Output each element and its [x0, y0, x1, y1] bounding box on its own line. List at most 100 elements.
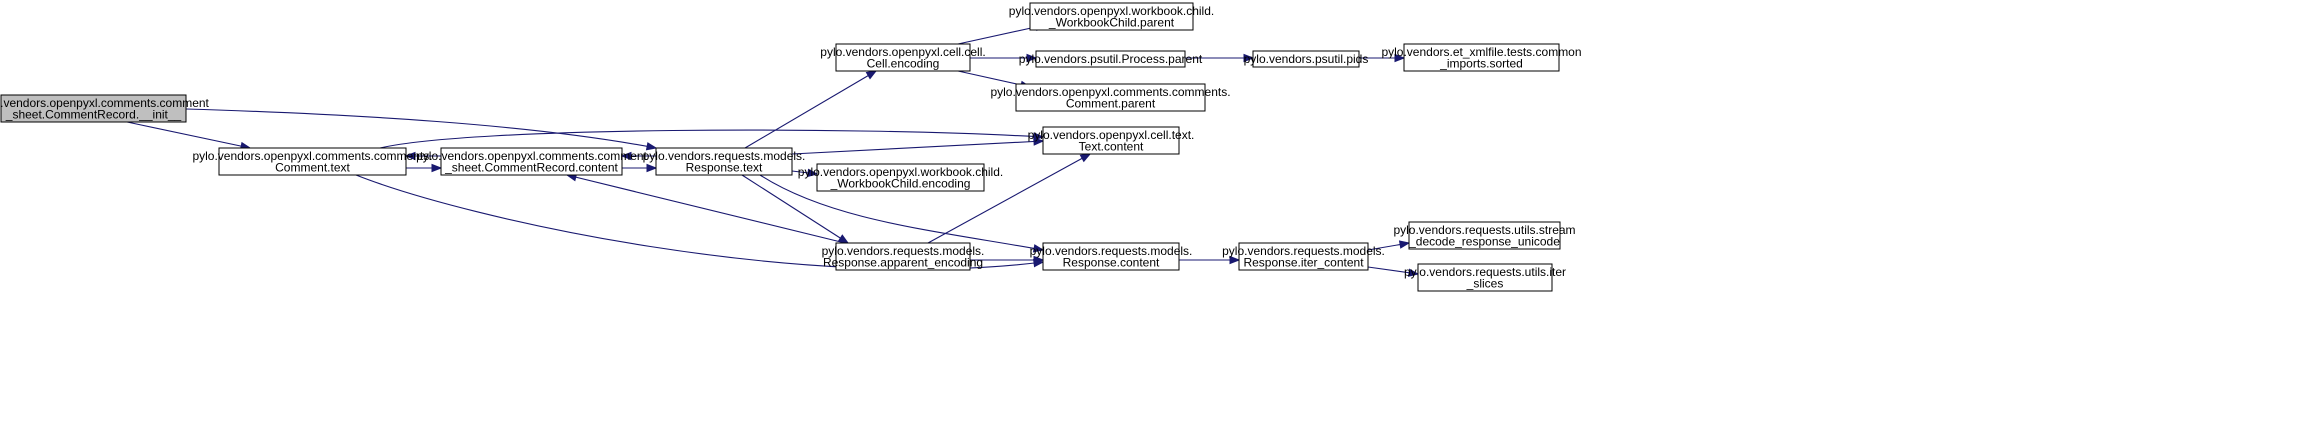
node-box — [440, 147, 623, 176]
edge-arrowhead — [1243, 53, 1255, 63]
node-label-line: Text.content — [1079, 139, 1144, 153]
node-box — [1417, 263, 1553, 292]
node-label-line: Response.text — [686, 160, 763, 174]
edge-n1-to-n10 — [379, 129, 1045, 149]
edge-arrowhead — [1079, 153, 1092, 163]
graph-node-n1[interactable]: pylo.vendors.openpyxl.comments.comments.… — [192, 147, 433, 176]
node-label-line: Response.apparent_encoding — [823, 255, 983, 269]
graph-node-n14[interactable]: pylo.vendors.requests.models.Response.it… — [1222, 242, 1385, 271]
edge-n3-to-n10 — [791, 137, 1045, 155]
edge-line — [185, 108, 657, 149]
edge-n6-to-n7 — [1185, 53, 1255, 63]
node-box — [1035, 50, 1186, 68]
node-label-line: pylo.vendors.openpyxl.workbook.child. — [1009, 4, 1214, 18]
node-box — [1403, 43, 1560, 72]
graph-node-n9[interactable]: pylo.vendors.openpyxl.comments.comments.… — [990, 83, 1231, 112]
graph-node-n2[interactable]: pylo.vendors.openpyxl.comments.comment_s… — [416, 147, 648, 176]
edge-arrowhead — [1033, 255, 1045, 265]
node-box — [655, 147, 793, 176]
edge-line — [379, 129, 1044, 149]
graph-node-n11[interactable]: pylo.vendors.openpyxl.workbook.child._Wo… — [798, 163, 1003, 192]
edge-n12-to-n13 — [970, 255, 1045, 265]
graph-node-n8[interactable]: pylo.vendors.et_xmlfile.tests.common_imp… — [1381, 43, 1582, 72]
graph-node-n12[interactable]: pylo.vendors.requests.models.Response.ap… — [822, 242, 985, 271]
graph-node-n15[interactable]: pylo.vendors.requests.utils.stream_decod… — [1393, 221, 1576, 250]
edge-arrowhead — [645, 142, 658, 151]
edge-line — [744, 70, 877, 149]
edge-n14-to-n15 — [1367, 240, 1411, 251]
node-box — [1042, 242, 1180, 271]
node-label-line: pylo.vendors.requests.models. — [1222, 244, 1385, 258]
edge-n12-to-n2 — [565, 173, 846, 244]
edge-line — [927, 153, 1091, 244]
edge-n13-to-n14 — [1179, 255, 1241, 265]
graph-node-n3[interactable]: pylo.vendors.requests.models.Response.te… — [643, 147, 806, 176]
edge-line — [126, 121, 251, 149]
node-label-line: pylo.vendors.openpyxl.cell.text. — [1028, 128, 1195, 142]
edge-arrowhead — [1033, 137, 1045, 146]
graph-node-n16[interactable]: pylo.vendors.requests.utils.iter_slices — [1404, 263, 1566, 292]
node-label-line: _imports.sorted — [1439, 56, 1523, 70]
edge-n12-to-n10 — [927, 153, 1092, 244]
node-box — [1015, 83, 1206, 112]
edge-n2-to-n3 — [622, 163, 658, 173]
graph-node-n7[interactable]: pylo.vendors.psutil.pids — [1244, 50, 1369, 68]
edge-n4-to-n6 — [970, 53, 1038, 63]
edge-arrowhead — [807, 168, 819, 178]
edge-arrowhead — [865, 70, 878, 80]
node-label-line: Response.iter_content — [1243, 255, 1364, 269]
node-box — [1408, 221, 1561, 250]
edge-n1-to-n2 — [406, 163, 443, 173]
node-layer: pylo.vendors.openpyxl.comments.comment_s… — [0, 2, 1582, 292]
edge-arrowhead — [620, 151, 632, 161]
edge-arrowhead — [1408, 268, 1420, 277]
graph-node-n0[interactable]: pylo.vendors.openpyxl.comments.comment_s… — [0, 94, 210, 123]
node-box — [816, 163, 985, 192]
edge-n3-to-n13 — [759, 174, 1045, 253]
node-label-line: Comment.parent — [1066, 96, 1156, 110]
edge-arrowhead — [431, 163, 443, 173]
edge-arrowhead — [1398, 240, 1411, 249]
graph-node-n13[interactable]: pylo.vendors.requests.models.Response.co… — [1030, 242, 1193, 271]
node-label-line: _WorkbookChild.encoding — [830, 176, 971, 190]
node-label-line: pylo.vendors.openpyxl.workbook.child. — [798, 165, 1003, 179]
edge-arrowhead — [1394, 53, 1406, 63]
node-box — [1252, 50, 1360, 68]
node-label-line: pylo.vendors.requests.utils.iter — [1404, 265, 1566, 279]
edge-arrowhead — [1026, 53, 1038, 63]
node-box — [1238, 242, 1369, 271]
edge-arrowhead — [1229, 255, 1241, 265]
graph-node-n10[interactable]: pylo.vendors.openpyxl.cell.text.Text.con… — [1028, 126, 1195, 155]
edge-n2-to-n1 — [404, 151, 441, 161]
graph-node-n4[interactable]: pylo.vendors.openpyxl.cell.cell.Cell.enc… — [820, 43, 986, 72]
node-box — [835, 43, 971, 72]
node-label-line: pylo.vendors.requests.models. — [643, 149, 806, 163]
edge-n3-to-n11 — [791, 168, 819, 178]
node-box — [835, 242, 971, 271]
node-label-line: pylo.vendors.et_xmlfile.tests.common — [1381, 45, 1581, 59]
edge-arrowhead — [404, 151, 416, 161]
node-label-line: _sheet.CommentRecord.content — [444, 160, 618, 174]
node-label-line: _WorkbookChild.parent — [1048, 15, 1175, 29]
edge-arrowhead — [1032, 244, 1045, 253]
edge-line — [791, 140, 1044, 155]
node-label-line: pylo.vendors.openpyxl.comments.comment — [0, 96, 210, 110]
graph-node-n5[interactable]: pylo.vendors.openpyxl.workbook.child._Wo… — [1009, 2, 1214, 31]
root-node-box — [0, 94, 187, 123]
node-label-line: pylo.vendors.requests.models. — [1030, 244, 1193, 258]
node-label-line: pylo.vendors.requests.utils.stream — [1393, 223, 1575, 237]
node-label-line: pylo.vendors.requests.models. — [822, 244, 985, 258]
edge-line — [759, 174, 1044, 251]
node-label-line: pylo.vendors.openpyxl.comments.comments. — [192, 149, 432, 163]
node-label-line: pylo.vendors.openpyxl.comments.comment — [416, 149, 647, 163]
edge-line — [741, 174, 849, 244]
node-box — [218, 147, 407, 176]
edge-n7-to-n8 — [1359, 53, 1406, 63]
edge-n3-to-n4 — [744, 70, 878, 149]
node-box — [1029, 2, 1194, 31]
edge-n0-to-n3 — [185, 108, 658, 151]
graph-node-n6[interactable]: pylo.vendors.psutil.Process.parent — [1019, 50, 1203, 68]
node-label-line: Cell.encoding — [867, 56, 940, 70]
node-label-line: pylo.vendors.openpyxl.comments.comments. — [990, 85, 1230, 99]
